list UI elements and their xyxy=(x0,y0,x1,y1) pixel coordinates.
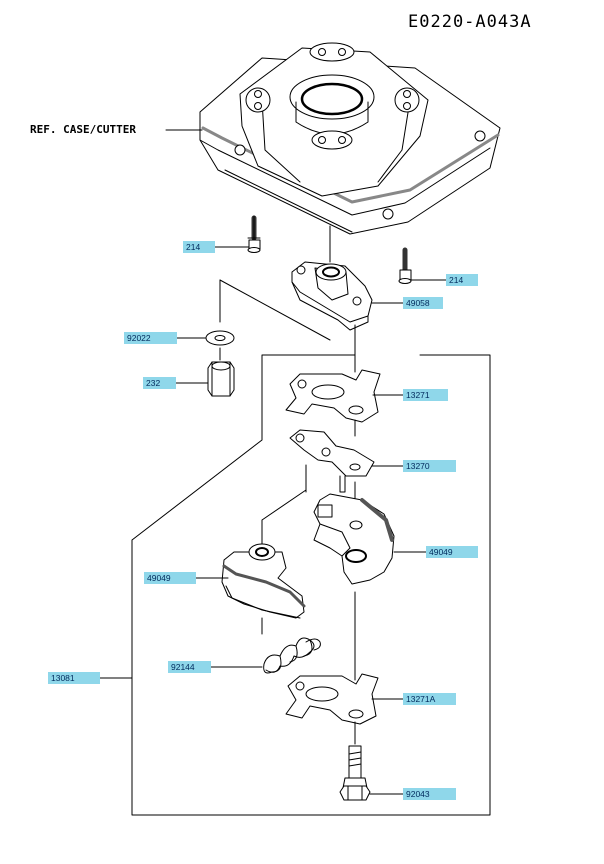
shoe-right-drawing xyxy=(313,481,427,585)
spring-drawing xyxy=(210,617,321,674)
bolt-left-drawing xyxy=(214,215,261,253)
plate-bottom-drawing xyxy=(285,591,404,725)
part-tag-bolt-left: 214 xyxy=(183,241,215,253)
part-tag-shoe-right: 49049 xyxy=(426,546,478,558)
part-tag-washer: 92022 xyxy=(124,332,177,344)
part-tag-spring: 92144 xyxy=(168,661,211,673)
plate-top-drawing xyxy=(285,324,404,423)
shoulder-bolt-drawing xyxy=(339,721,404,801)
reference-label: REF. CASE/CUTTER xyxy=(30,123,136,136)
part-tag-holder: 49058 xyxy=(403,297,443,309)
part-tag-shoulder-bolt: 92043 xyxy=(403,788,456,800)
part-tag-nut: 232 xyxy=(143,377,176,389)
assembly-bracket xyxy=(99,354,491,816)
part-tag-plate-mid: 13270 xyxy=(403,460,456,472)
part-tag-plate-bottom: 13271A xyxy=(403,693,456,705)
shoe-left-drawing xyxy=(195,489,307,619)
diagram-code: E0220-A043A xyxy=(408,12,532,32)
part-tag-plate-top: 13271 xyxy=(403,389,448,401)
washer-drawing xyxy=(176,279,331,346)
case-housing xyxy=(165,42,501,235)
part-tag-shoe-left: 49049 xyxy=(144,572,196,584)
nut-drawing xyxy=(175,347,235,397)
holder-drawing xyxy=(291,225,404,331)
bolt-right-drawing xyxy=(398,247,447,284)
plate-mid-drawing xyxy=(289,419,404,493)
part-tag-assembly: 13081 xyxy=(48,672,100,684)
part-tag-bolt-right: 214 xyxy=(446,274,478,286)
